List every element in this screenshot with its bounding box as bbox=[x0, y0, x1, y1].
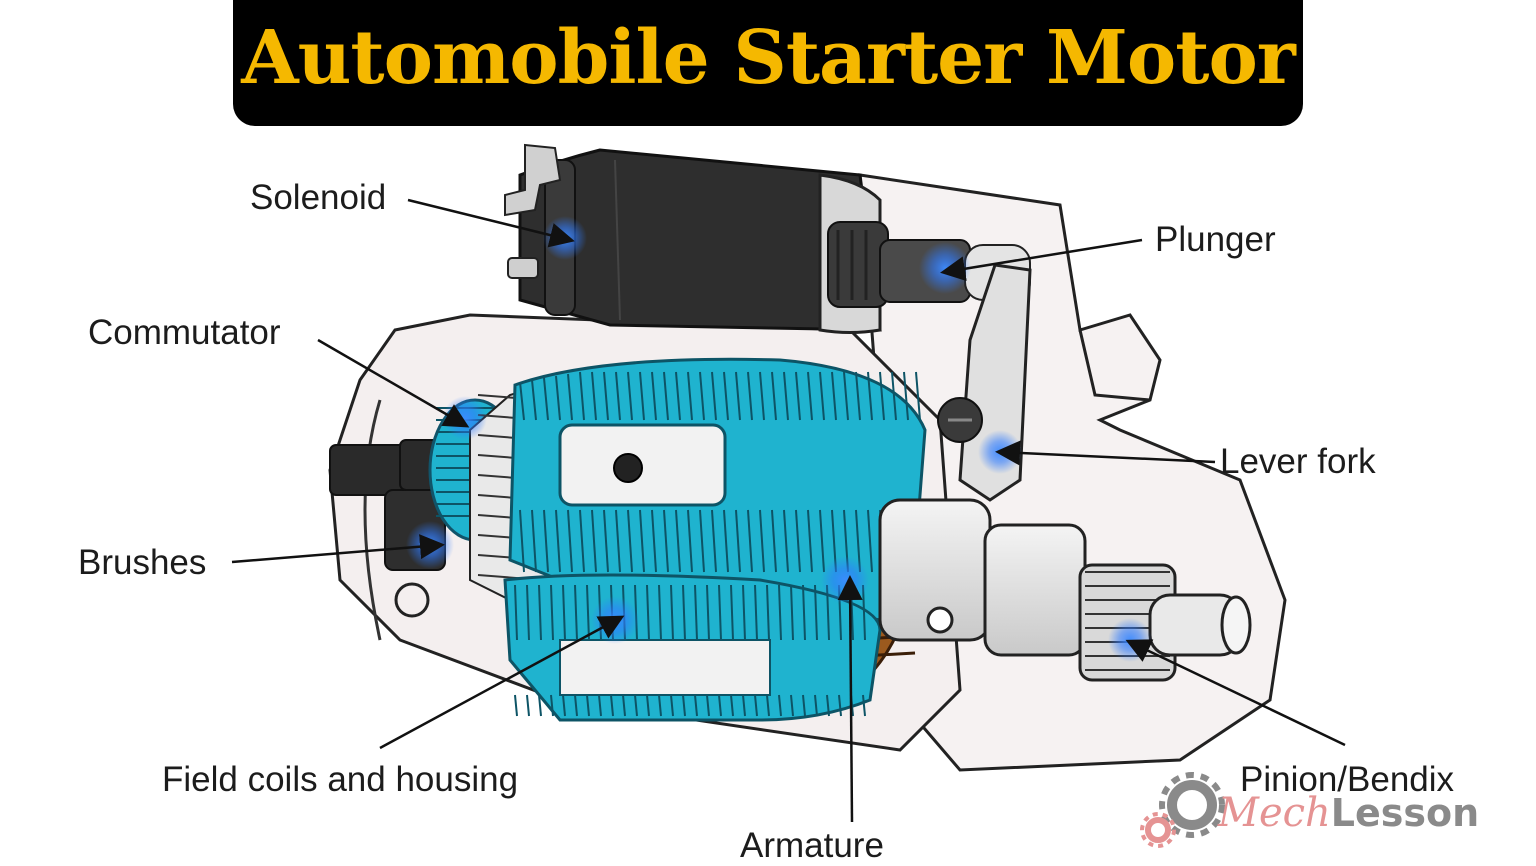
label-solenoid: Solenoid bbox=[250, 178, 387, 217]
label-field-coils: Field coils and housing bbox=[162, 760, 519, 799]
leader-armature bbox=[837, 575, 863, 823]
leader-lever-fork bbox=[995, 440, 1216, 466]
leader-brushes bbox=[231, 534, 445, 564]
label-commutator: Commutator bbox=[88, 313, 281, 352]
leader-plunger bbox=[940, 238, 1143, 282]
leader-lines bbox=[231, 198, 1346, 823]
pinion-drive bbox=[878, 498, 1252, 682]
watermark-mech: Mech bbox=[1218, 790, 1331, 836]
leader-solenoid bbox=[407, 198, 575, 248]
field-coils bbox=[503, 357, 927, 722]
label-pinion: Pinion/Bendix bbox=[1240, 760, 1455, 799]
label-lever-fork: Lever fork bbox=[1220, 442, 1376, 481]
leader-pinion bbox=[1125, 639, 1346, 747]
label-brushes: Brushes bbox=[78, 543, 207, 582]
watermark-lesson: Lesson bbox=[1330, 791, 1480, 835]
leader-field-coils bbox=[379, 615, 625, 750]
leader-commutator bbox=[317, 338, 470, 428]
small-gear-icon bbox=[1140, 812, 1176, 848]
gear-icon bbox=[1159, 772, 1225, 838]
page-title: Automobile Starter Motor bbox=[241, 15, 1296, 101]
watermark-logo: Mech Lesson bbox=[1140, 776, 1479, 850]
title-banner: Automobile Starter Motor bbox=[233, 0, 1303, 126]
label-armature: Armature bbox=[740, 826, 884, 865]
label-plunger: Plunger bbox=[1155, 220, 1276, 259]
